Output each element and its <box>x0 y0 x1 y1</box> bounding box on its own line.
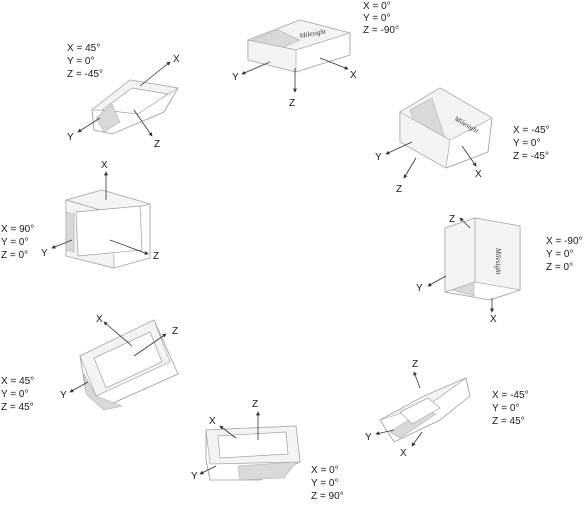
axis-label-x: X <box>475 169 482 180</box>
device-orientation-5: Z X Y X = 0° Y = 0° Z = 90° <box>191 399 344 502</box>
angle-z-4: Z = 45° <box>492 416 525 427</box>
angle-z-6: Z = 45° <box>1 402 34 413</box>
device-orientation-8: X Y Z X = 45° Y = 0° Z = -45° <box>67 43 180 150</box>
angle-z-8: Z = -45° <box>67 69 103 80</box>
axis-label-x: X <box>209 416 216 427</box>
angle-y-7: Y = 0° <box>1 237 28 248</box>
angle-y-2: Y = 0° <box>513 138 540 149</box>
brand-logo: Milesight <box>494 247 502 275</box>
angle-x-8: X = 45° <box>67 43 100 54</box>
device-orientation-6: X Z Y X = 45° Y = 0° Z = 45° <box>1 314 179 413</box>
axis-label-z: Z <box>153 251 159 262</box>
device-orientation-4: Z Y X X = -45° Y = 0° Z = 45° <box>365 359 529 459</box>
angle-x-3: X = -90° <box>546 236 583 247</box>
angle-y-1: Y = 0° <box>363 13 390 24</box>
axis-label-x: X <box>490 314 497 325</box>
angle-z-5: Z = 90° <box>311 491 344 502</box>
angle-z-3: Z = 0° <box>546 262 573 273</box>
axis-label-x: X <box>400 448 407 459</box>
angle-y-5: Y = 0° <box>311 478 338 489</box>
angle-x-1: X = 0° <box>363 1 391 12</box>
axis-label-y: Y <box>60 390 67 401</box>
angle-z-1: Z = -90° <box>363 25 399 36</box>
axis-label-z: Z <box>154 139 160 150</box>
axis-label-y: Y <box>67 132 74 143</box>
angle-y-3: Y = 0° <box>546 249 573 260</box>
angle-y-6: Y = 0° <box>1 389 28 400</box>
angle-z-7: Z = 0° <box>1 250 28 261</box>
device-orientation-7: X Y Z X = 90° Y = 0° Z = 0° <box>1 160 159 269</box>
axis-label-y: Y <box>365 432 372 443</box>
device-orientation-1: Milesight Y Z X X = 0° Y = 0° Z = -90° <box>232 1 399 109</box>
axis-label-x: X <box>101 160 108 171</box>
device-orientation-3: Milesight Z Y X X = -90° Y = 0° Z = 0° <box>416 214 583 325</box>
axis-label-y: Y <box>191 471 198 482</box>
device-orientation-2: Milesight Y Z X X = -45° Y = 0° Z = -45° <box>375 87 550 195</box>
angle-x-6: X = 45° <box>1 376 34 387</box>
angle-x-2: X = -45° <box>513 125 550 136</box>
angle-x-4: X = -45° <box>492 390 529 401</box>
axis-label-z: Z <box>289 98 295 109</box>
axis-label-y: Y <box>416 283 423 294</box>
axis-label-z: Z <box>172 326 178 337</box>
axis-label-y: Y <box>375 152 382 163</box>
angle-x-5: X = 0° <box>311 465 339 476</box>
angle-z-2: Z = -45° <box>513 151 549 162</box>
axis-label-x: X <box>350 70 357 81</box>
angle-y-8: Y = 0° <box>67 56 94 67</box>
axis-label-z: Z <box>412 359 418 370</box>
axis-label-z: Z <box>252 399 258 410</box>
angle-x-7: X = 90° <box>1 224 34 235</box>
axis-label-z: Z <box>396 184 402 195</box>
axis-label-x: X <box>96 314 103 325</box>
angle-y-4: Y = 0° <box>492 403 519 414</box>
axis-label-y: Y <box>232 72 239 83</box>
axis-label-y: Y <box>41 248 48 259</box>
axis-label-z: Z <box>449 214 455 225</box>
axis-label-x: X <box>173 54 180 65</box>
